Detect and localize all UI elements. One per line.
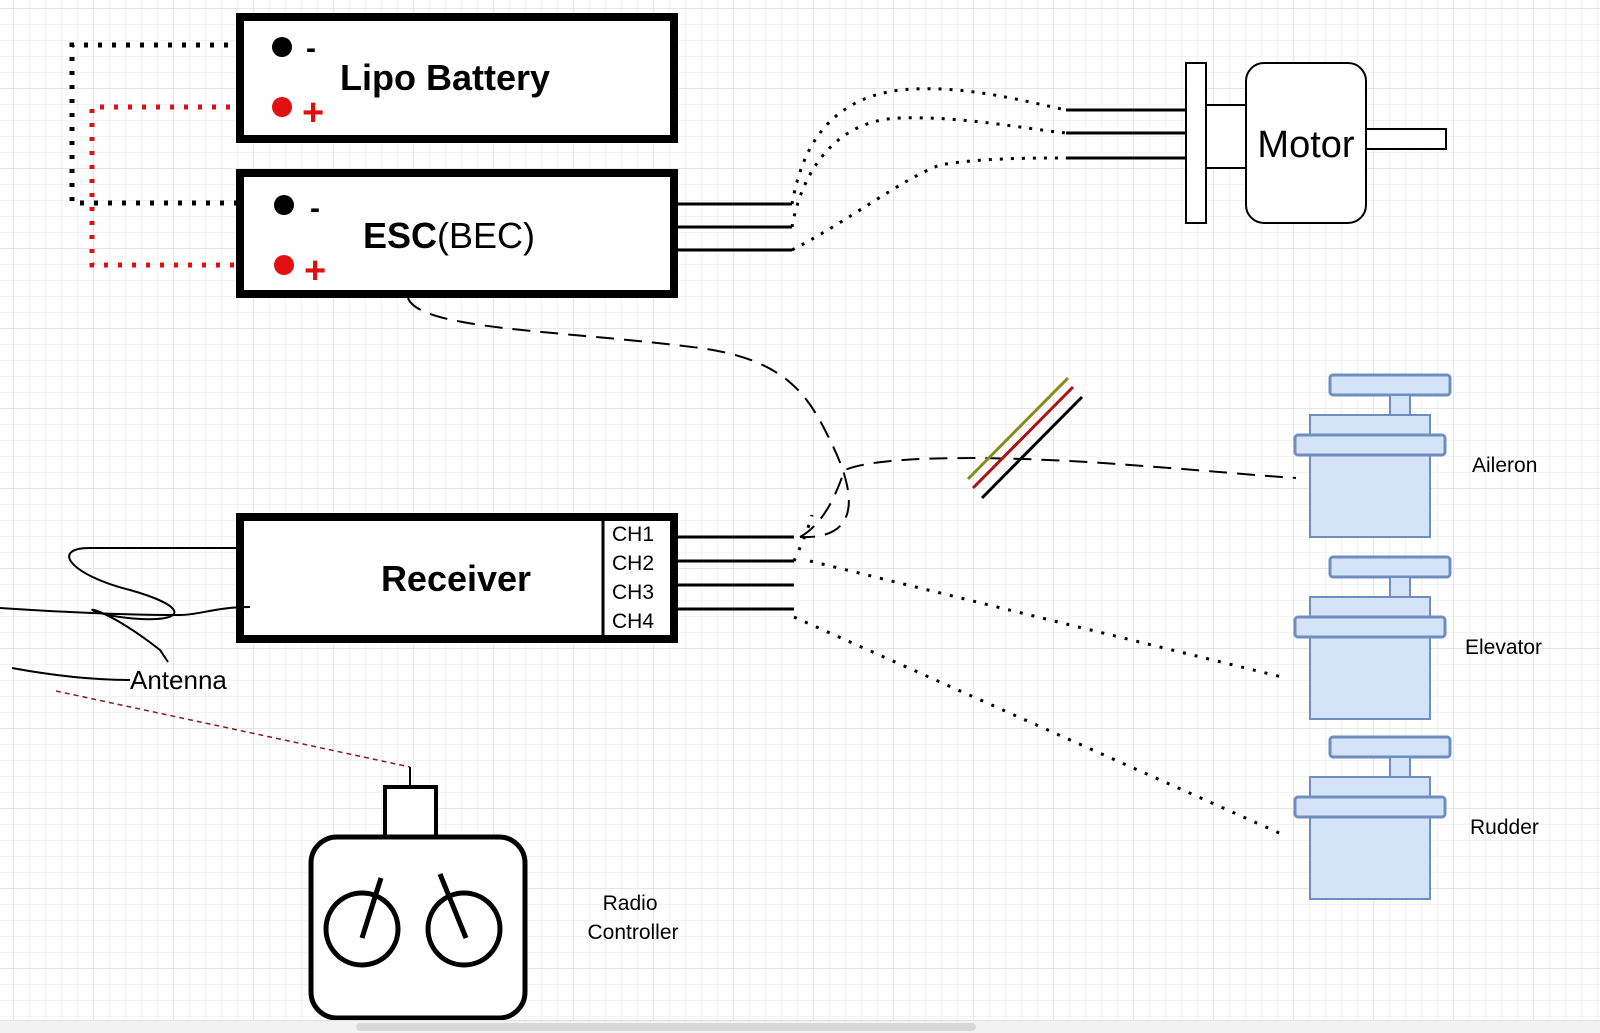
esc-receiver-wire	[407, 297, 850, 539]
servo-rudder[interactable]: Rudder	[1293, 735, 1539, 900]
esc-box	[236, 169, 678, 298]
esc[interactable]: - + ESC(BEC)	[236, 169, 792, 298]
rudder-wire	[793, 615, 1287, 838]
esc-negative-label: -	[310, 192, 320, 225]
radio-antenna-base	[383, 785, 438, 839]
battery-negative-terminal	[272, 37, 292, 57]
right-stick	[437, 873, 469, 939]
battery-esc-wires	[69, 42, 272, 268]
esc-positive-label: +	[304, 250, 326, 292]
ch2-link	[792, 514, 814, 562]
receiver-ch1: CH1	[612, 523, 654, 546]
power-wire	[971, 385, 1075, 490]
battery-title: Lipo Battery	[340, 57, 550, 98]
esc-title-bold: ESC	[363, 215, 437, 256]
esc-negative-terminal	[274, 195, 294, 215]
radio-label-line2: Controller	[587, 921, 678, 944]
antenna-label: Antenna	[130, 665, 227, 695]
receiver-ch4: CH4	[612, 610, 654, 633]
radio-controller-label: Radio Controller	[587, 892, 678, 944]
antenna-wire	[68, 547, 240, 663]
radio-body	[308, 834, 528, 1021]
receiver-ch3: CH3	[612, 581, 654, 604]
motor-shaft	[1365, 128, 1447, 150]
scrollbar-thumb[interactable]	[356, 1023, 976, 1031]
motor[interactable]: Motor	[1066, 62, 1447, 224]
motor-mount-plate	[1185, 62, 1207, 224]
radio-link	[55, 690, 411, 768]
left-stick	[359, 877, 384, 939]
signal-wire	[966, 376, 1070, 481]
elevator-wire	[809, 559, 1287, 680]
motor-coupler	[1205, 104, 1249, 169]
negative-wire	[69, 42, 270, 206]
radio-controller[interactable]	[308, 767, 528, 1021]
battery-negative-label: -	[306, 32, 316, 65]
esc-positive-terminal	[274, 255, 294, 275]
aileron-wire	[799, 457, 1297, 538]
receiver[interactable]: Receiver CH1 CH2 CH3 CH4	[236, 513, 794, 643]
esc-title-rest: (BEC)	[437, 215, 535, 256]
servo-elevator[interactable]: Elevator	[1293, 555, 1542, 720]
motor-leads	[1066, 108, 1185, 160]
battery-positive-terminal	[272, 97, 292, 117]
motor-label: Motor	[1257, 124, 1354, 166]
servo-elevator-label: Elevator	[1465, 636, 1542, 659]
receiver-channel-leads	[678, 535, 794, 611]
antenna-wire-lower	[0, 606, 251, 617]
esc-title: ESC(BEC)	[363, 215, 535, 256]
receiver-title: Receiver	[381, 558, 531, 599]
battery-box	[236, 13, 678, 143]
antenna-tail	[11, 667, 131, 681]
esc-motor-wires	[790, 87, 1067, 252]
battery-positive-label: +	[302, 92, 324, 134]
servo-aileron-label: Aileron	[1472, 454, 1537, 477]
ground-wire	[980, 395, 1084, 500]
servo-rudder-label: Rudder	[1470, 816, 1539, 839]
servo-aileron[interactable]: Aileron	[1293, 373, 1537, 538]
receiver-ch2: CH2	[612, 552, 654, 575]
servo-lead-wires-icon	[966, 376, 1084, 500]
left-stick-dial	[323, 890, 401, 968]
antenna	[0, 547, 251, 681]
horizontal-scrollbar[interactable]	[0, 1020, 1600, 1033]
servo-wires	[792, 514, 1287, 838]
lipo-battery[interactable]: - + Lipo Battery	[236, 13, 678, 143]
esc-output-leads	[678, 202, 792, 252]
radio-label-line1: Radio	[603, 892, 658, 915]
